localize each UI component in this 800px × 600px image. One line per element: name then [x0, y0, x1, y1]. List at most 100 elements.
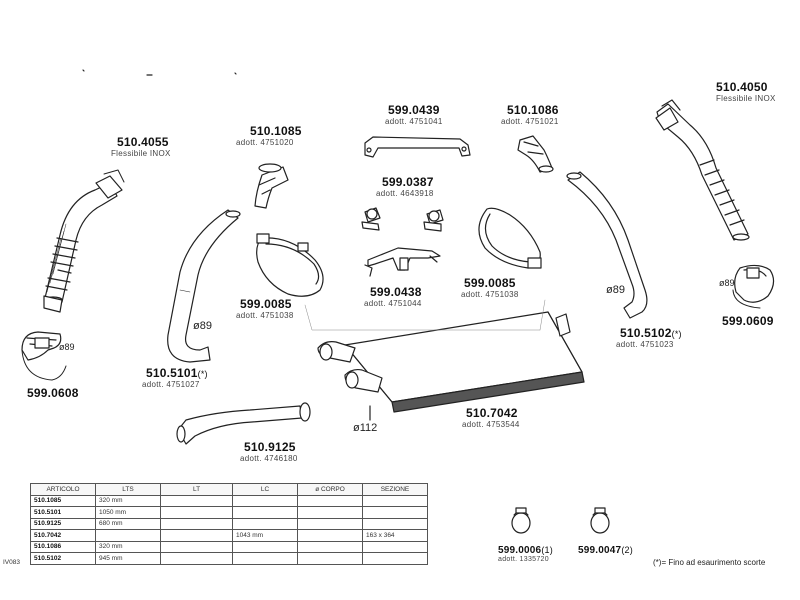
diameter-label: ø112	[353, 422, 378, 434]
table-cell: 320 mm	[95, 494, 161, 507]
part-510-4055: 510.4055 Flessibile INOX	[111, 135, 171, 158]
table-cell: 320 mm	[95, 540, 161, 553]
footnote: (*)= Fino ad esaurimento scorte	[653, 558, 766, 567]
table-cell: 680 mm	[95, 517, 161, 530]
clamp-599-0085-left	[256, 233, 324, 297]
article-cell: 510.1086	[30, 540, 96, 553]
column-header: SEZIONE	[362, 483, 428, 496]
part-code: 510.7042	[466, 406, 518, 420]
part-sub: adott. 4643918	[376, 189, 434, 198]
table-cell	[362, 506, 428, 519]
table-cell	[297, 506, 363, 519]
table-cell	[297, 540, 363, 553]
part-sub: adott. 4751038	[236, 311, 294, 320]
column-header: ARTICOLO	[30, 483, 96, 496]
leader-lines	[304, 299, 546, 331]
spec-table: ARTICOLO LTS LT LC ø CORPO SEZIONE 510.1…	[30, 483, 428, 565]
part-510-7042: 510.7042 adott. 4753544	[462, 406, 520, 429]
table-cell	[297, 517, 363, 530]
table-cell: 945 mm	[95, 552, 161, 565]
part-sub: adott. 4751041	[385, 117, 443, 126]
article-cell: 510.5102	[30, 552, 96, 565]
flexible-pipe-right	[655, 99, 750, 241]
table-cell	[160, 494, 233, 507]
table-cell	[297, 494, 363, 507]
article-cell: 510.1085	[30, 494, 96, 507]
part-510-5101: 510.5101(*) adott. 4751027	[142, 366, 208, 389]
table-cell	[232, 552, 298, 565]
table-cell	[160, 552, 233, 565]
table-cell: 1043 mm	[232, 529, 298, 542]
part-sub: adott. 4753544	[462, 420, 520, 429]
part-599-0387: 599.0387 adott. 4643918	[376, 175, 434, 198]
part-note: (*)	[197, 369, 208, 379]
column-header: LC	[232, 483, 298, 496]
part-sub: adott. 4751021	[501, 117, 559, 126]
flexible-pipe-left	[43, 169, 125, 313]
table-cell	[362, 552, 428, 565]
diameter-label: ø89	[59, 342, 75, 352]
pipe-510-5101	[167, 209, 241, 363]
table-cell	[232, 540, 298, 553]
table-cell	[160, 540, 233, 553]
bracket-599-0438	[364, 247, 441, 277]
table-cell	[95, 529, 161, 542]
tailpipe-510-9125	[176, 402, 311, 445]
part-510-4050: 510.4050 Flessibile INOX	[716, 80, 776, 103]
part-code: 599.0047	[578, 545, 622, 556]
elbow-510-1086	[517, 135, 554, 173]
part-510-1085: 510.1085 adott. 4751020	[236, 124, 302, 147]
table-cell	[160, 506, 233, 519]
part-note: (1)	[541, 545, 553, 555]
part-code: 599.0085	[464, 276, 516, 290]
part-510-1086: 510.1086 adott. 4751021	[501, 103, 559, 126]
part-code: 599.0438	[370, 285, 422, 299]
table-cell	[297, 529, 363, 542]
part-sub: Flessibile INOX	[716, 94, 776, 103]
part-code: 599.0609	[722, 314, 774, 328]
part-code: 599.0608	[27, 386, 79, 400]
part-sub: adott. 4751020	[236, 138, 294, 147]
diameter-label: ø89	[719, 278, 735, 288]
pipe-510-5102	[566, 171, 648, 319]
scan-marks	[82, 69, 237, 76]
part-sub: adott. 4751044	[364, 299, 422, 308]
article-cell: 510.5101	[30, 506, 96, 519]
article-cell: 510.9125	[30, 517, 96, 530]
part-code: 599.0387	[382, 175, 434, 189]
column-header: LTS	[95, 483, 161, 496]
rubber-mounts-599-0387	[361, 207, 444, 232]
table-cell	[362, 494, 428, 507]
table-cell	[362, 517, 428, 530]
table-header-row: ARTICOLO LTS LT LC ø CORPO SEZIONE	[30, 483, 428, 496]
part-599-0085-right: 599.0085 adott. 4751038	[461, 276, 519, 299]
column-header: LT	[160, 483, 233, 496]
part-code: 510.5101	[146, 366, 198, 380]
part-599-0608: 599.0608	[27, 386, 79, 400]
part-code: 510.4050	[716, 80, 768, 94]
table-cell: 163 x 364	[362, 529, 428, 542]
part-note: (*)	[671, 329, 682, 339]
table-cell	[232, 494, 298, 507]
part-510-5102: 510.5102(*) adott. 4751023	[616, 326, 682, 349]
part-code: 599.0085	[240, 297, 292, 311]
part-code: 599.0439	[388, 103, 440, 117]
part-510-9125: 510.9125 adott. 4746180	[240, 440, 298, 463]
part-code: 510.1086	[507, 103, 559, 117]
table-cell	[232, 517, 298, 530]
part-code: 510.1085	[250, 124, 302, 138]
part-code: 510.9125	[244, 440, 296, 454]
clamp-599-0609	[732, 264, 775, 309]
part-599-0085-left: 599.0085 adott. 4751038	[236, 297, 294, 320]
part-sub: adott. 4746180	[240, 454, 298, 463]
part-code: 510.4055	[117, 135, 169, 149]
part-sub: Flessibile INOX	[111, 149, 171, 158]
diameter-label: ø89	[193, 320, 212, 332]
